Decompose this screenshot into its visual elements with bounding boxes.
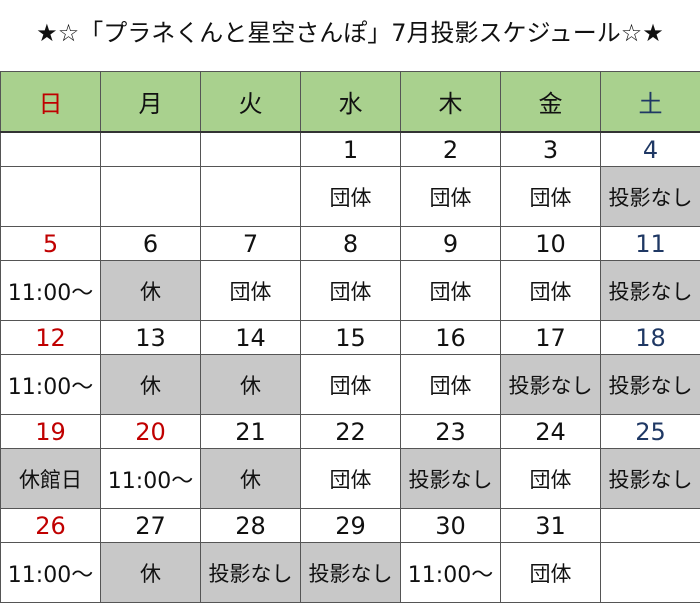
date-cell: 25 <box>601 415 700 449</box>
event-cell: 団体 <box>401 261 501 321</box>
event-cell <box>201 167 301 227</box>
event-cell: 投影なし <box>201 543 301 603</box>
date-cell: 29 <box>301 509 401 543</box>
weekday-saturday: 土 <box>601 72 700 133</box>
event-cell: 11:00～ <box>101 449 201 509</box>
date-cell: 23 <box>401 415 501 449</box>
date-cell <box>101 132 201 167</box>
date-cell: 13 <box>101 321 201 355</box>
date-cell: 18 <box>601 321 700 355</box>
event-cell <box>601 543 700 603</box>
week-1-dates: 1 2 3 4 <box>1 132 700 167</box>
event-cell: 団体 <box>301 167 401 227</box>
date-cell: 24 <box>501 415 601 449</box>
date-cell: 9 <box>401 227 501 261</box>
date-cell: 27 <box>101 509 201 543</box>
event-cell: 団体 <box>501 449 601 509</box>
date-cell: 30 <box>401 509 501 543</box>
date-cell: 14 <box>201 321 301 355</box>
event-cell: 投影なし <box>401 449 501 509</box>
page-title: ★☆「プラネくんと星空さんぽ」7月投影スケジュール☆★ <box>0 18 700 48</box>
date-cell: 19 <box>1 415 101 449</box>
week-3-events: 11:00～ 休 休 団体 団体 投影なし 投影なし <box>1 355 700 415</box>
date-cell <box>1 132 101 167</box>
week-4-events: 休館日 11:00～ 休 団体 投影なし 団体 投影なし <box>1 449 700 509</box>
date-cell <box>201 132 301 167</box>
week-1-events: 団体 団体 団体 投影なし <box>1 167 700 227</box>
week-2-dates: 5 6 7 8 9 10 11 <box>1 227 700 261</box>
date-cell: 28 <box>201 509 301 543</box>
event-cell: 団体 <box>401 355 501 415</box>
date-cell: 7 <box>201 227 301 261</box>
date-cell: 12 <box>1 321 101 355</box>
week-5-dates: 26 27 28 29 30 31 <box>1 509 700 543</box>
date-cell: 15 <box>301 321 401 355</box>
event-cell: 11:00～ <box>1 355 101 415</box>
schedule-calendar: 日 月 火 水 木 金 土 1 2 3 4 団体 団体 団体 投影なし <box>0 71 700 603</box>
event-cell: 投影なし <box>601 261 700 321</box>
date-cell: 17 <box>501 321 601 355</box>
date-cell: 1 <box>301 132 401 167</box>
weekday-friday: 金 <box>501 72 601 133</box>
event-cell <box>1 167 101 227</box>
event-cell: 投影なし <box>601 167 700 227</box>
date-cell: 3 <box>501 132 601 167</box>
weekday-tuesday: 火 <box>201 72 301 133</box>
event-cell: 投影なし <box>301 543 401 603</box>
event-cell: 団体 <box>501 167 601 227</box>
event-cell: 団体 <box>501 261 601 321</box>
event-cell: 団体 <box>501 543 601 603</box>
date-cell <box>601 509 700 543</box>
event-cell: 団体 <box>301 449 401 509</box>
date-cell: 11 <box>601 227 700 261</box>
date-cell: 31 <box>501 509 601 543</box>
event-cell: 投影なし <box>501 355 601 415</box>
event-cell: 11:00～ <box>1 543 101 603</box>
date-cell: 4 <box>601 132 700 167</box>
event-cell: 投影なし <box>601 449 700 509</box>
weekday-sunday: 日 <box>1 72 101 133</box>
date-cell: 5 <box>1 227 101 261</box>
weekday-wednesday: 水 <box>301 72 401 133</box>
event-cell: 休 <box>201 449 301 509</box>
date-cell: 10 <box>501 227 601 261</box>
weekday-thursday: 木 <box>401 72 501 133</box>
event-cell <box>101 167 201 227</box>
date-cell: 26 <box>1 509 101 543</box>
event-cell: 休 <box>101 543 201 603</box>
event-cell: 団体 <box>301 355 401 415</box>
date-cell: 2 <box>401 132 501 167</box>
event-cell: 休 <box>101 355 201 415</box>
event-cell: 団体 <box>401 167 501 227</box>
week-2-events: 11:00～ 休 団体 団体 団体 団体 投影なし <box>1 261 700 321</box>
event-cell: 休 <box>201 355 301 415</box>
date-cell: 20 <box>101 415 201 449</box>
weekday-monday: 月 <box>101 72 201 133</box>
week-5-events: 11:00～ 休 投影なし 投影なし 11:00～ 団体 <box>1 543 700 603</box>
event-cell: 11:00～ <box>401 543 501 603</box>
event-cell: 11:00～ <box>1 261 101 321</box>
weekday-header-row: 日 月 火 水 木 金 土 <box>1 72 700 133</box>
date-cell: 6 <box>101 227 201 261</box>
week-4-dates: 19 20 21 22 23 24 25 <box>1 415 700 449</box>
event-cell: 団体 <box>201 261 301 321</box>
date-cell: 22 <box>301 415 401 449</box>
date-cell: 8 <box>301 227 401 261</box>
week-3-dates: 12 13 14 15 16 17 18 <box>1 321 700 355</box>
event-cell: 休館日 <box>1 449 101 509</box>
date-cell: 21 <box>201 415 301 449</box>
event-cell: 休 <box>101 261 201 321</box>
event-cell: 団体 <box>301 261 401 321</box>
event-cell: 投影なし <box>601 355 700 415</box>
date-cell: 16 <box>401 321 501 355</box>
